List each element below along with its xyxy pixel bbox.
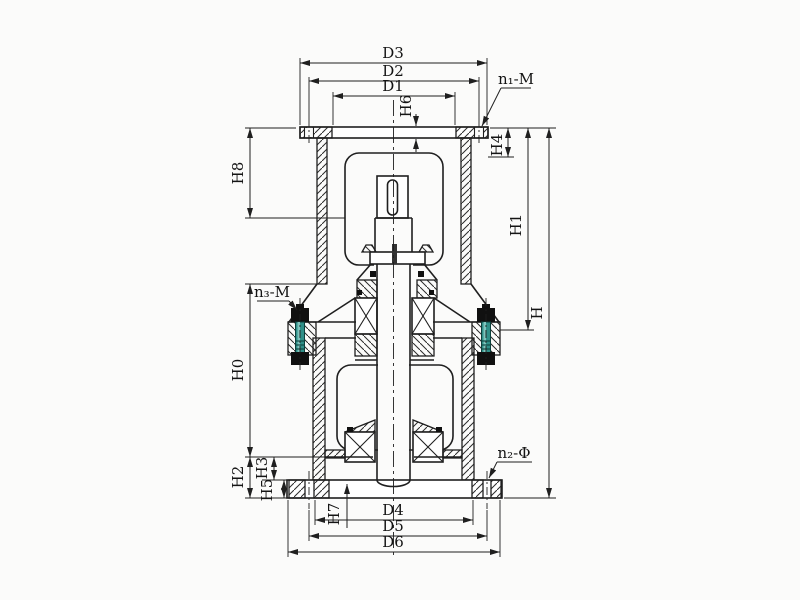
dim-H6: H6 [397,95,419,152]
dim-H0: H0 [229,283,325,458]
dim-D6: D6 [287,500,501,557]
callout-label-n2: n₂-Φ [497,444,530,462]
bolt-shank-highlight [297,322,300,353]
base-flange [286,456,503,499]
collar-pin [392,244,397,264]
lower-wall-right [461,337,475,481]
seal-mark [357,290,362,295]
top-flange [299,126,489,139]
dim-label-D6: D6 [382,533,404,551]
callout-n2-phi: n₂-Φ [488,444,532,479]
dim-label-H2: H2 [229,466,247,489]
dim-D5: D5 [308,510,488,541]
dim-label-H6: H6 [397,95,415,118]
dim-label-H8: H8 [229,162,247,185]
callout-n3-M: n₃-M [254,283,298,311]
dim-D4: D4 [314,500,474,525]
dim-D3: D3 [299,44,488,125]
keyway [386,179,399,216]
dim-label-H7: H7 [325,503,343,526]
dim-label-D3: D3 [382,44,404,62]
lower-wall-left [312,337,326,481]
bolt-shank-highlight [483,322,486,353]
dim-H1: H1 [500,128,534,331]
dim-H5: H5 [258,479,287,502]
seal-mark [429,290,434,295]
dim-label-H5: H5 [258,479,276,502]
dim-H2: H2 [229,457,287,499]
dim-H3: H3 [253,457,314,481]
callout-n1-M: n₁-M [481,70,534,127]
middle-bearing-assembly [354,263,438,361]
dim-label-H4: H4 [488,134,506,157]
dim-D1: D1 [332,77,456,125]
callout-label-n1: n₁-M [498,70,534,88]
seal-mark [418,271,424,277]
top-flange-bolt-hole-left [304,128,314,137]
lower-housing [312,337,475,481]
dim-label-D4: D4 [382,501,404,519]
upper-wall-left [316,137,328,285]
upper-housing [316,137,472,285]
centerlines [299,100,488,558]
coupling-collar [360,244,435,265]
dim-label-D2: D2 [382,62,404,80]
callout-label-n3: n₃-M [254,283,290,301]
top-flange-bolt-hole-right [474,128,484,137]
dim-label-H: H [528,306,546,319]
dim-label-H1: H1 [507,214,525,237]
dim-label-H0: H0 [229,359,247,382]
dim-label-H3: H3 [253,457,271,480]
dim-H: H [504,128,556,499]
dim-D2: D2 [308,62,480,119]
dim-H8: H8 [229,127,345,219]
seal-mark [436,427,442,432]
seal-mark [370,271,376,277]
upper-wall-right [460,137,472,285]
seal-mark [347,427,353,432]
dim-H4: H4 [488,127,556,158]
dim-label-D5: D5 [382,517,404,535]
dim-label-D1: D1 [382,77,404,95]
